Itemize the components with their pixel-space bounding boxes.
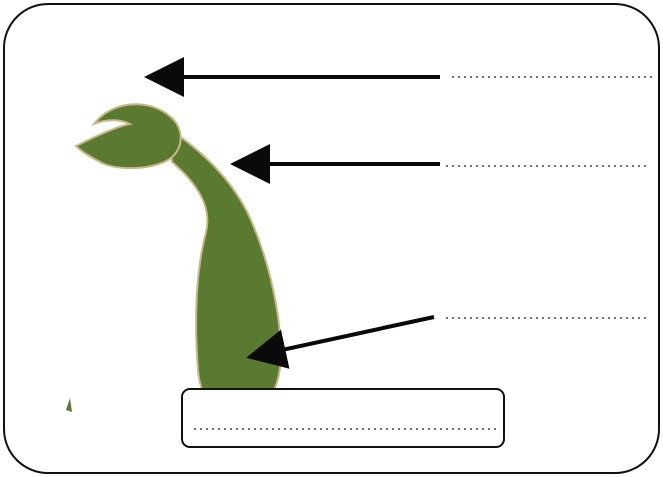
answer-box[interactable] — [181, 388, 505, 448]
seedling-leaves — [74, 103, 182, 170]
ground-speck — [66, 398, 72, 412]
arrow-3 — [246, 315, 435, 369]
